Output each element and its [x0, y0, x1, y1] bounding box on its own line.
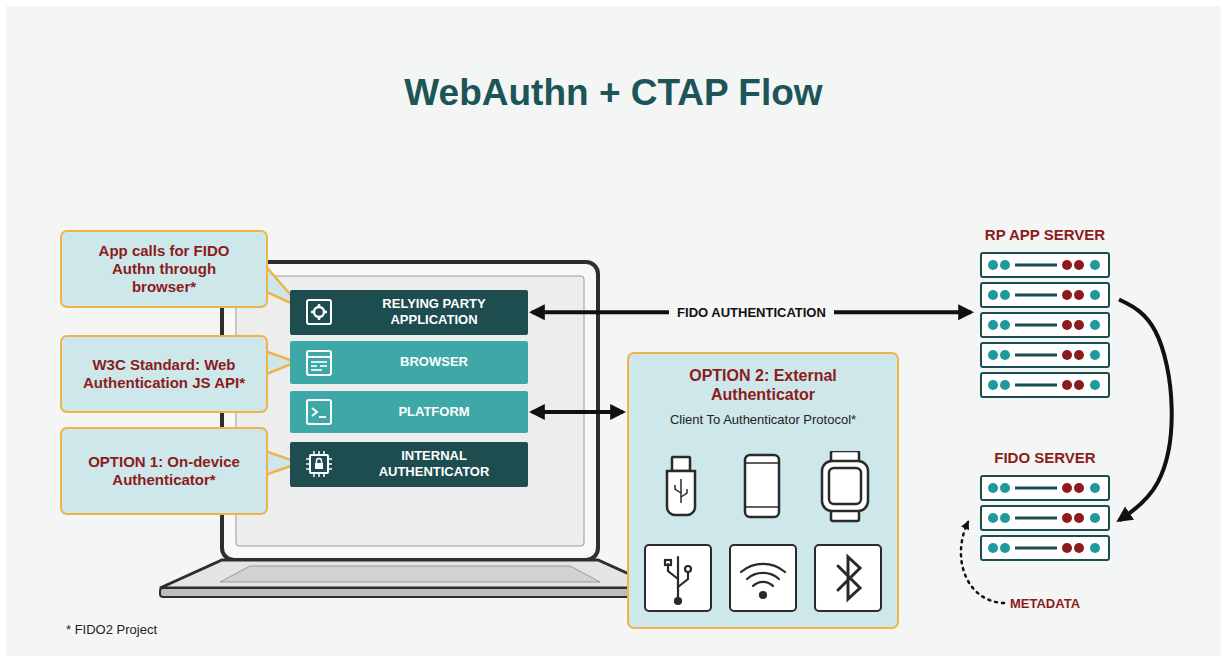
diagram-title: WebAuthn + CTAP Flow: [0, 72, 1227, 114]
process-box: BROWSER: [290, 341, 528, 384]
node-label: PLATFORM: [350, 404, 518, 420]
process-box: INTERNAL AUTHENTICATOR: [290, 442, 528, 487]
callout-box: W3C Standard: Web Authentication JS API*: [60, 335, 268, 413]
box-icon: [304, 297, 334, 327]
node-label: OPTION 1: On-device Authenticator*: [82, 453, 246, 489]
node-label: BROWSER: [350, 354, 518, 370]
node-subtitle: Client To Authenticator Protocol*: [670, 412, 856, 427]
server-stack: FIDO SERVER: [975, 449, 1115, 564]
node-label: INTERNAL AUTHENTICATOR: [350, 448, 518, 481]
process-box: RELYING PARTY APPLICATION: [290, 290, 528, 335]
connector-arrow: [532, 410, 623, 414]
callout-box: OPTION 1: On-device Authenticator*: [60, 427, 268, 515]
connector-arrow: [1119, 300, 1172, 521]
box-icon: [304, 449, 334, 479]
server-rack: [979, 251, 1111, 401]
box-icon: [304, 397, 334, 427]
authenticator-devices: [641, 451, 885, 615]
metadata-label: METADATA: [1010, 596, 1080, 611]
footnote: * FIDO2 Project: [66, 622, 157, 637]
node-label: RELYING PARTY APPLICATION: [350, 296, 518, 329]
server-rack: [979, 474, 1111, 564]
option-box: OPTION 2: External AuthenticatorClient T…: [627, 352, 899, 629]
node-label: RP APP SERVER: [985, 226, 1105, 243]
callout-box: App calls for FIDO Authn through browser…: [60, 230, 268, 308]
node-label: FIDO SERVER: [994, 449, 1095, 466]
box-icon: [304, 348, 334, 378]
edge-label: FIDO AUTHENTICATION: [669, 303, 834, 322]
process-box: PLATFORM: [290, 391, 528, 433]
node-label: W3C Standard: Web Authentication JS API*: [82, 356, 246, 392]
server-stack: RP APP SERVER: [975, 226, 1115, 401]
node-label: App calls for FIDO Authn through browser…: [82, 242, 246, 296]
node-label: OPTION 2: External Authenticator: [639, 366, 887, 404]
metadata-arrow: [961, 522, 1004, 603]
